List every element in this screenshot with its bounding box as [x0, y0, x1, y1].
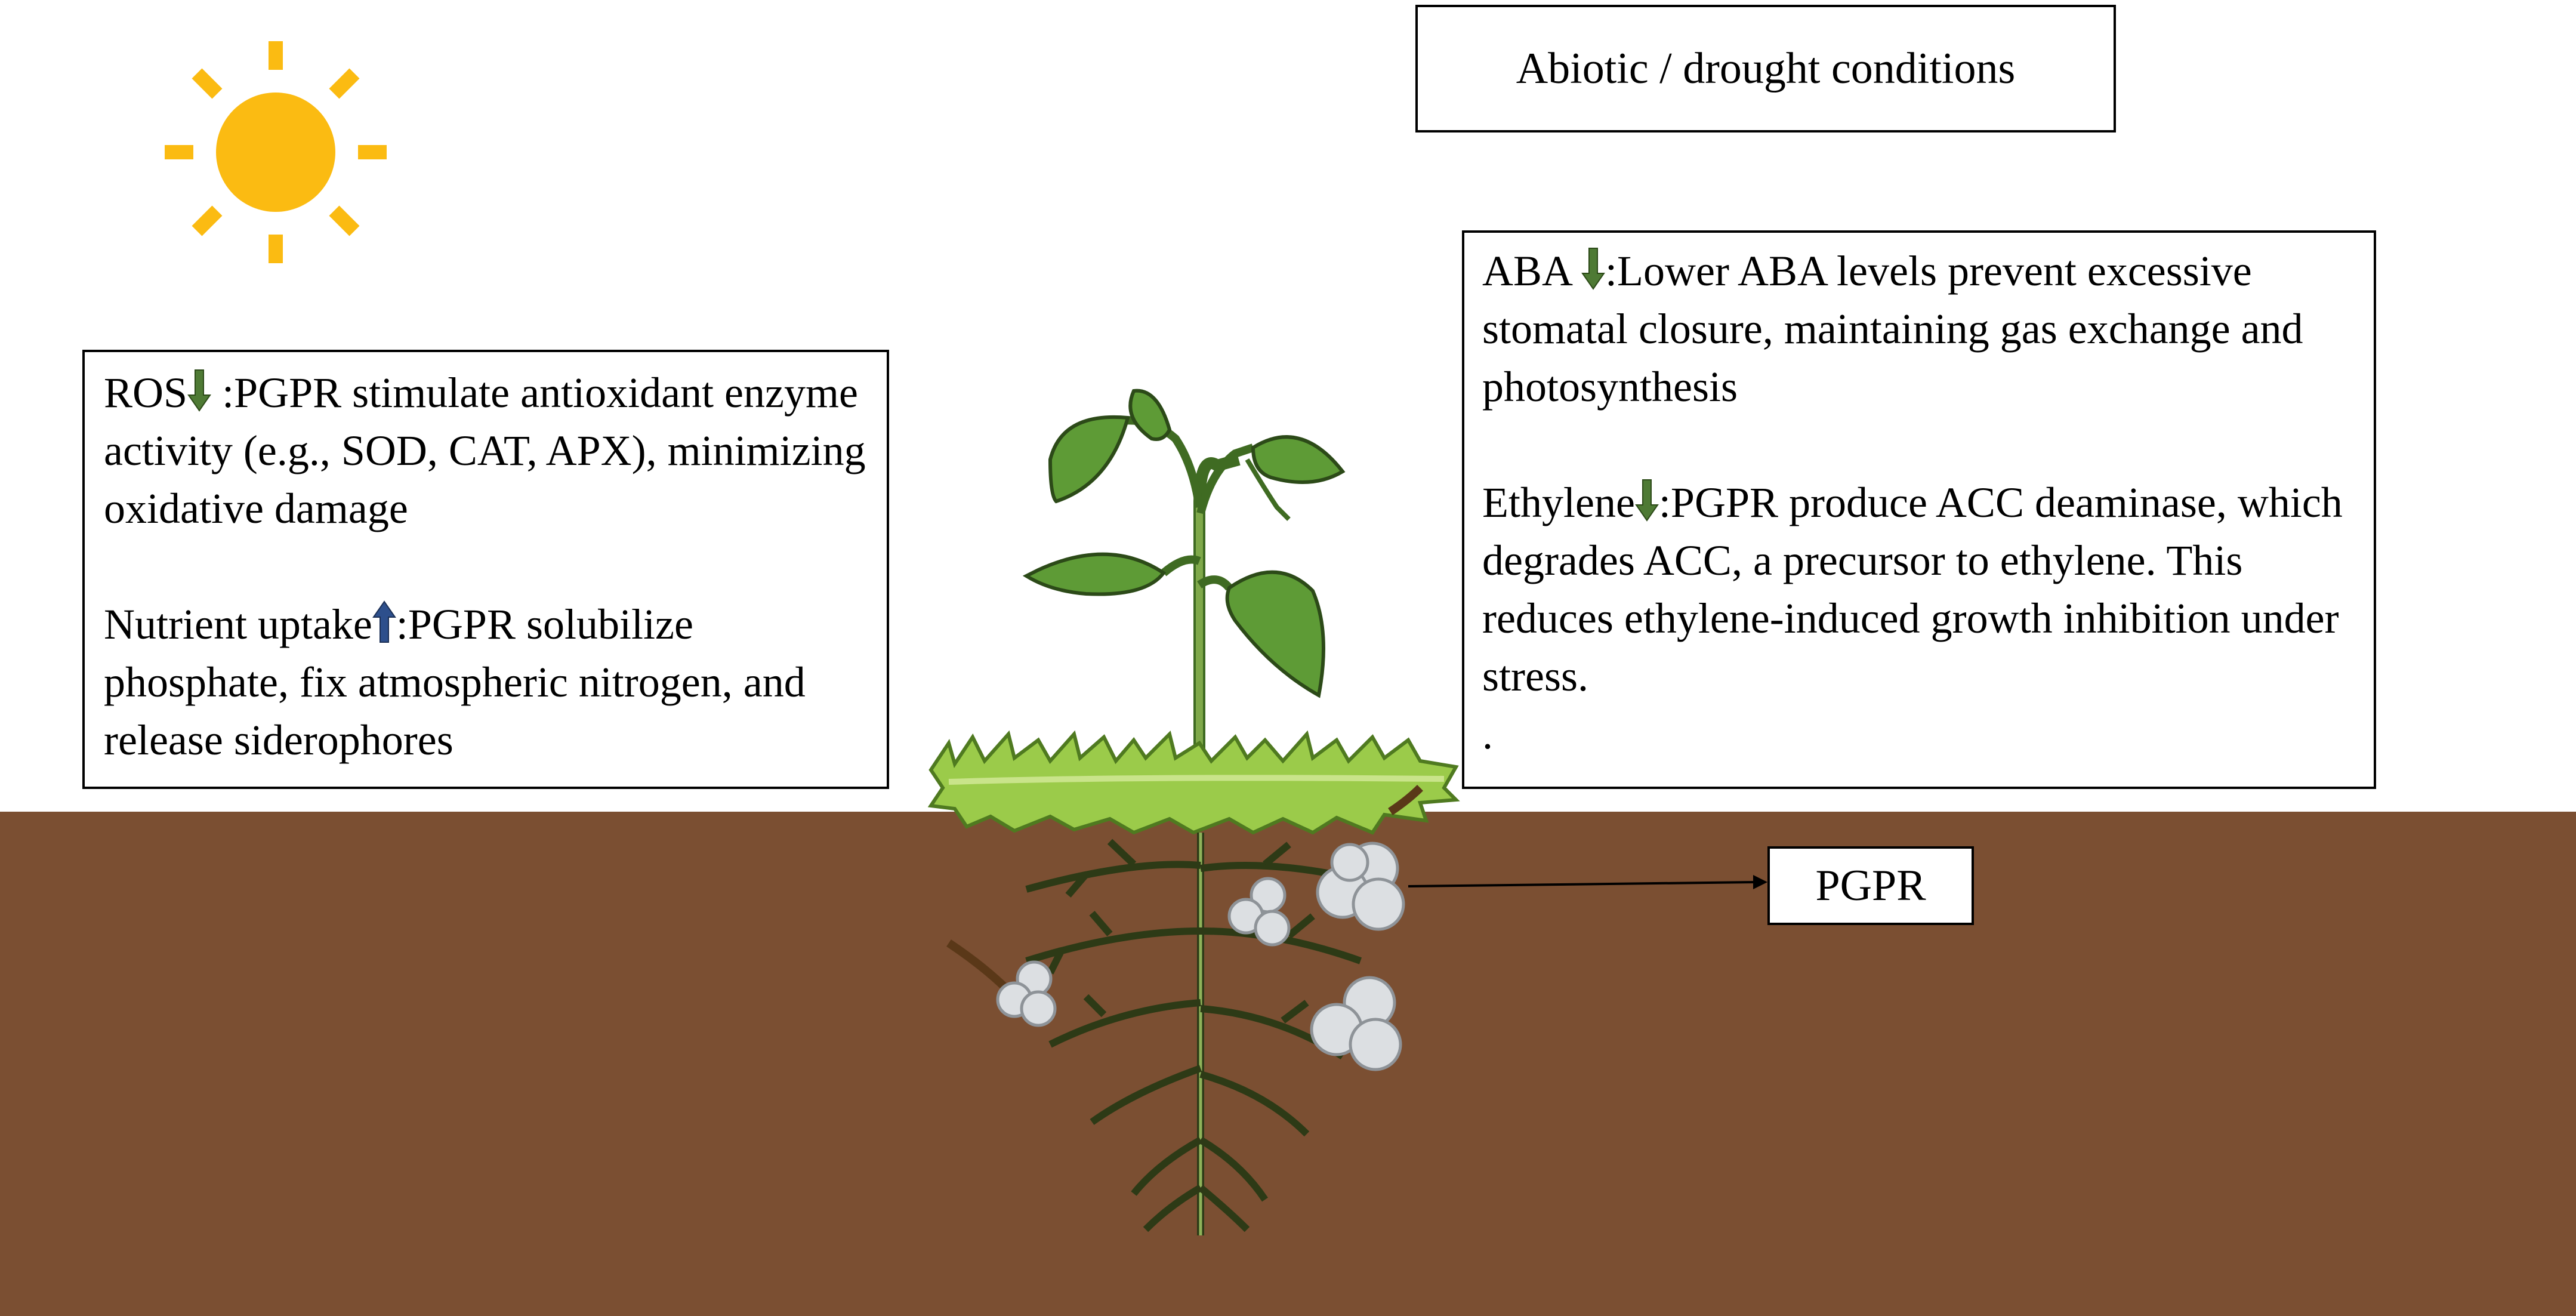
ethylene-label: Ethylene	[1482, 479, 1635, 526]
grass-patch	[927, 730, 1460, 835]
soil	[0, 812, 2576, 1316]
pgpr-label: PGPR	[1815, 861, 1926, 910]
ros-text: :PGPR stimulate antioxidant enzyme activ…	[104, 369, 866, 532]
aba-label: ABA	[1482, 247, 1571, 295]
ros-paragraph: ROS :PGPR stimulate antioxidant enzyme a…	[104, 364, 887, 538]
left-info-box: ROS :PGPR stimulate antioxidant enzyme a…	[82, 350, 889, 789]
up-arrow-icon	[372, 600, 396, 643]
down-arrow-icon	[187, 369, 211, 412]
title-box: Abiotic / drought conditions	[1415, 5, 2116, 132]
trailing-period: .	[1482, 710, 1493, 758]
ethylene-paragraph: Ethylene:PGPR produce ACC deaminase, whi…	[1482, 474, 2374, 705]
ros-label: ROS	[104, 369, 188, 417]
plant-icon	[1022, 389, 1346, 782]
page-title: Abiotic / drought conditions	[1516, 44, 2016, 93]
pgpr-label-box: PGPR	[1767, 846, 1974, 925]
aba-paragraph: ABA :Lower ABA levels prevent excessive …	[1482, 242, 2374, 416]
down-arrow-icon	[1581, 247, 1605, 290]
right-info-box: ABA :Lower ABA levels prevent excessive …	[1462, 230, 2376, 789]
pgpr-pointer	[1408, 881, 1759, 887]
bacteria-cluster-icon	[996, 842, 1405, 1071]
ethylene-text: :PGPR produce ACC deaminase, which degra…	[1482, 479, 2343, 700]
nutrient-label: Nutrient uptake	[104, 600, 372, 648]
sun-icon	[165, 41, 387, 263]
nutrient-text: :PGPR solubilize phosphate, fix atmosphe…	[104, 600, 806, 764]
down-arrow-icon	[1634, 479, 1659, 522]
aba-text: :Lower ABA levels prevent excessive stom…	[1482, 247, 2303, 411]
nutrient-paragraph: Nutrient uptake:PGPR solubilize phosphat…	[104, 596, 887, 769]
